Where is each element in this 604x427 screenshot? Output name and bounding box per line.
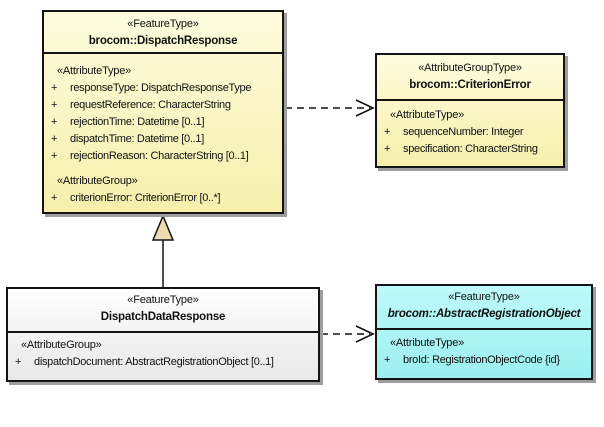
attribute-text: dispatchTime: Datetime [0..1] [70,133,204,145]
section-label: «AttributeType» [57,65,132,77]
visibility: + [384,126,391,138]
attribute-text: requestReference: CharacterString [70,99,231,111]
attribute-text: responseType: DispatchResponseType [70,82,252,94]
class-box-abstract-registration-object[interactable]: «FeatureType» brocom::AbstractRegistrati… [375,284,593,380]
class-box-dispatch-response[interactable]: «FeatureType» brocom::DispatchResponse «… [42,10,284,214]
visibility: + [51,133,58,145]
attribute-row: + requestReference: CharacterString [44,97,282,114]
attribute-compartment: «AttributeGroup» + dispatchDocument: Abs… [8,333,318,371]
class-header: «AttributeGroupType» brocom::CriterionEr… [377,55,563,101]
open-arrowhead-icon [355,99,375,117]
class-name: brocom::CriterionError [409,79,531,91]
visibility: + [51,192,58,204]
class-name: brocom::AbstractRegistrationObject [387,308,581,320]
class-box-dispatch-data-response[interactable]: «FeatureType» DispatchDataResponse «Attr… [6,287,320,382]
attribute-row: + specification: CharacterString [377,141,563,158]
class-stereotype: «FeatureType» [448,291,520,303]
class-stereotype: «AttributeGroupType» [418,62,522,74]
section-label: «AttributeType» [390,109,465,121]
visibility: + [384,143,391,155]
class-stereotype: «FeatureType» [127,18,199,30]
dependency-connector-abstract-registration-object[interactable] [321,325,375,343]
generalization-triangle-icon [151,214,175,241]
visibility: + [51,150,58,162]
attribute-row: + sequenceNumber: Integer [377,124,563,141]
class-name: brocom::DispatchResponse [88,35,238,47]
attribute-row: + criterionError: CriterionError [0..*] [44,190,282,207]
attribute-row: + dispatchDocument: AbstractRegistration… [8,354,318,371]
class-header: «FeatureType» DispatchDataResponse [8,289,318,333]
attribute-text: broId: RegistrationObjectCode {id} [403,354,560,366]
attribute-compartment: «AttributeType» + broId: RegistrationObj… [377,330,591,369]
open-arrowhead-icon [355,325,375,343]
attribute-text: criterionError: CriterionError [0..*] [70,192,221,204]
attribute-text: sequenceNumber: Integer [403,126,524,138]
attribute-compartment: «AttributeType» + responseType: Dispatch… [44,54,282,207]
attribute-row: + responseType: DispatchResponseType [44,80,282,97]
attribute-compartment: «AttributeType» + sequenceNumber: Intege… [377,101,563,158]
class-header: «FeatureType» brocom::AbstractRegistrati… [377,286,591,330]
visibility: + [51,116,58,128]
attribute-text: dispatchDocument: AbstractRegistrationOb… [34,356,274,368]
class-box-criterion-error[interactable]: «AttributeGroupType» brocom::CriterionEr… [375,53,565,168]
visibility: + [51,99,58,111]
class-header: «FeatureType» brocom::DispatchResponse [44,12,282,54]
attribute-row: + broId: RegistrationObjectCode {id} [377,352,591,369]
class-stereotype: «FeatureType» [127,294,199,306]
visibility: + [51,82,58,94]
attribute-row: + rejectionReason: CharacterString [0..1… [44,148,282,165]
class-name: DispatchDataResponse [100,311,226,323]
section-label: «AttributeGroup» [21,339,102,351]
attribute-text: rejectionReason: CharacterString [0..1] [70,150,249,162]
attribute-row: + rejectionTime: Datetime [0..1] [44,114,282,131]
visibility: + [384,354,391,366]
generalization-connector[interactable] [151,214,175,287]
attribute-row: + dispatchTime: Datetime [0..1] [44,131,282,148]
visibility: + [15,356,22,368]
section-label: «AttributeGroup» [57,175,138,187]
section-label: «AttributeType» [390,337,465,349]
attribute-text: specification: CharacterString [403,143,538,155]
attribute-text: rejectionTime: Datetime [0..1] [70,116,205,128]
dependency-connector-criterion-error[interactable] [285,99,375,117]
